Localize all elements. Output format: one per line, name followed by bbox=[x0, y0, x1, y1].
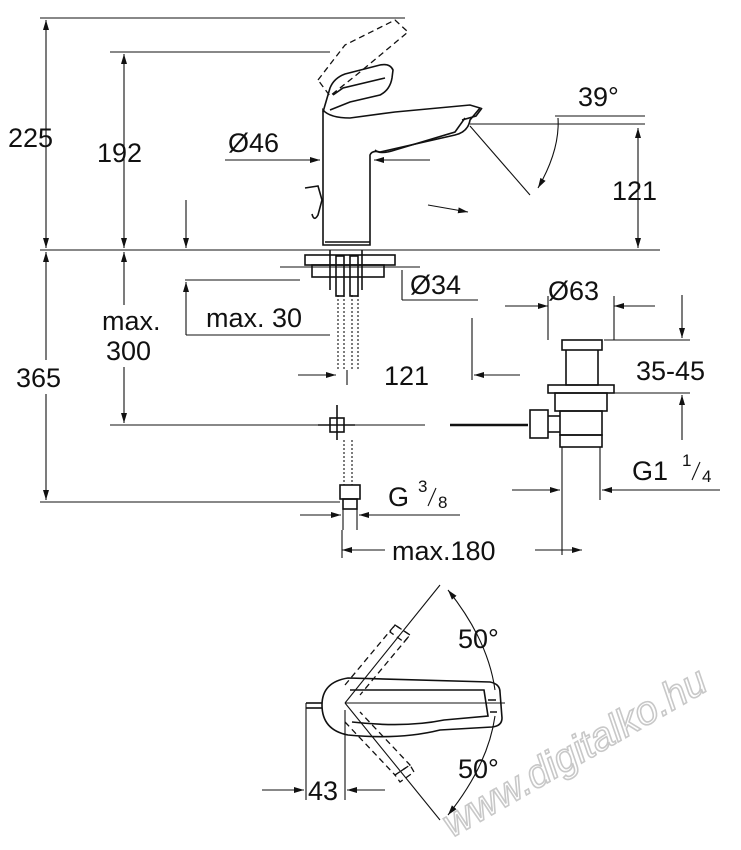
faucet-top-view bbox=[306, 624, 503, 783]
body-diameter-label: Ø46 bbox=[228, 128, 279, 158]
waste-thread-num: 1 bbox=[682, 451, 691, 470]
waste-thread-main: G1 bbox=[632, 456, 668, 486]
waste-assembly bbox=[529, 339, 615, 555]
rotation-angle-top-label: 50° bbox=[458, 624, 499, 654]
projection-label: 121 bbox=[384, 361, 429, 391]
dim-lever-offset: 43 bbox=[262, 703, 385, 806]
dim-height-total: 225 bbox=[8, 17, 405, 248]
under-deck-assembly bbox=[185, 250, 420, 530]
dim-waste-diameter: Ø63 bbox=[505, 276, 655, 340]
watermark-text: www.digitalko.hu bbox=[435, 659, 715, 846]
spout-height-label: 121 bbox=[612, 176, 657, 206]
hole-diameter-label: Ø34 bbox=[410, 270, 461, 300]
rotation-angle-annotations: 50° 50° bbox=[344, 584, 505, 821]
dim-waste-thread: G1 1 4 bbox=[512, 451, 720, 493]
height-spout-label: 192 bbox=[97, 138, 142, 168]
dim-spout-height: 121 bbox=[427, 128, 657, 248]
rotation-angle-bottom-label: 50° bbox=[458, 754, 499, 784]
dim-height-spout: 192 bbox=[97, 51, 330, 248]
faucet-side-view bbox=[40, 19, 660, 251]
dim-connection-thread: G 3 8 bbox=[300, 477, 460, 518]
dim-hose-max: max. 300 bbox=[96, 252, 318, 426]
lever-angle-annotation: 39° bbox=[469, 82, 645, 196]
waste-range-label: 35-45 bbox=[636, 356, 705, 386]
distance-max-label: max.180 bbox=[392, 536, 496, 566]
dim-projection: 121 bbox=[298, 318, 520, 391]
dim-below-deck: 365 bbox=[10, 252, 340, 503]
connection-thread-den: 8 bbox=[438, 493, 447, 512]
dim-body-diameter: Ø46 bbox=[225, 128, 430, 163]
below-deck-label: 365 bbox=[16, 363, 61, 393]
hose-max-line2: 300 bbox=[106, 336, 151, 366]
height-total-label: 225 bbox=[8, 123, 53, 153]
hose-max-line1: max. bbox=[102, 306, 161, 336]
deck-max-label: max. 30 bbox=[206, 303, 302, 333]
waste-diameter-label: Ø63 bbox=[548, 276, 599, 306]
lever-offset-label: 43 bbox=[308, 776, 338, 806]
dim-hole-diameter: Ø34 bbox=[401, 270, 478, 301]
dim-waste-range: 35-45 bbox=[604, 295, 705, 440]
dim-distance-max: max.180 bbox=[341, 530, 582, 566]
dim-deck-max: max. 30 bbox=[183, 282, 330, 336]
connection-thread-main: G bbox=[388, 482, 409, 512]
lever-angle-label: 39° bbox=[578, 82, 619, 112]
waste-thread-den: 4 bbox=[702, 467, 711, 486]
connection-thread-num: 3 bbox=[418, 477, 427, 496]
